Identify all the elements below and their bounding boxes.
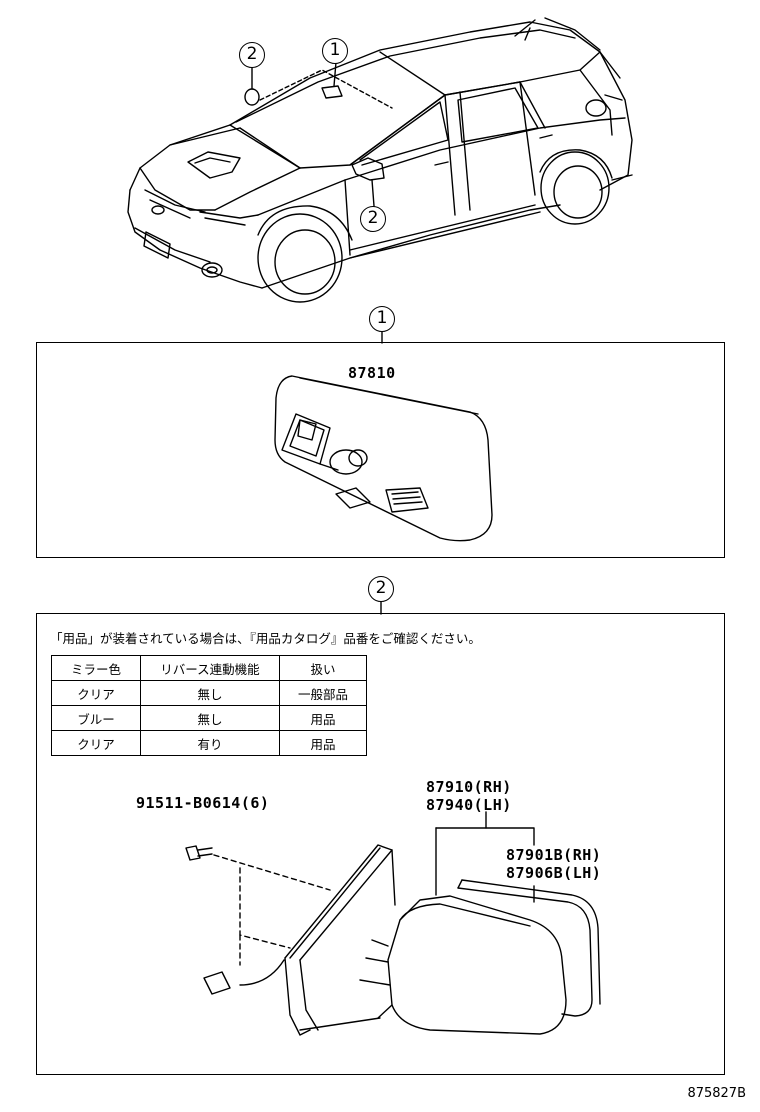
callout-section-1: 1: [369, 306, 395, 332]
table-cell: クリア: [51, 680, 141, 706]
table-cell: クリア: [51, 730, 141, 756]
part-number-glass-lh: 87906B(LH): [506, 864, 602, 882]
table-row: クリア 有り 用品: [51, 730, 367, 756]
table-row: クリア 無し 一般部品: [51, 680, 367, 706]
part-number-glass-rh: 87901B(RH): [506, 846, 602, 864]
part-number-bolt: 91511-B0614(6): [136, 794, 270, 812]
part-number-mirror-rh: 87910(RH): [426, 778, 512, 796]
table-header: 扱い: [279, 655, 367, 681]
table-header: ミラー色: [51, 655, 141, 681]
part-number-inner-mirror: 87810: [348, 364, 396, 382]
callout-section-2: 2: [368, 576, 394, 602]
table-cell: 一般部品: [279, 680, 367, 706]
callout-inner-mirror: 1: [322, 38, 348, 64]
car-illustration: [127, 17, 633, 303]
table-cell: 有り: [140, 730, 280, 756]
table-cell: 用品: [279, 730, 367, 756]
accessory-note: 「用品」が装着されている場合は、『用品カタログ』品番をご確認ください。: [50, 631, 481, 646]
part-number-mirror-lh: 87940(LH): [426, 796, 512, 814]
inner-rear-view-mirror-drawing: [274, 375, 493, 542]
section-1-inner-mirror: [36, 342, 725, 558]
table-header: リバース連動機能: [140, 655, 280, 681]
table-cell: 無し: [140, 705, 280, 731]
table-cell: 無し: [140, 680, 280, 706]
callout-outer-mirror-pillar: 2: [239, 42, 265, 68]
table-header-row: ミラー色 リバース連動機能 扱い: [51, 655, 367, 681]
option-table: ミラー色 リバース連動機能 扱い クリア 無し 一般部品 ブルー 無し 用品 ク…: [51, 655, 367, 756]
figure-id: 875827B: [687, 1086, 746, 1101]
callout-outer-mirror-side: 2: [360, 206, 386, 232]
outer-mirror-drawing: [185, 811, 601, 1036]
table-row: ブルー 無し 用品: [51, 705, 367, 731]
table-cell: ブルー: [51, 705, 141, 731]
section-2-outer-mirror: [36, 613, 725, 1075]
table-cell: 用品: [279, 705, 367, 731]
